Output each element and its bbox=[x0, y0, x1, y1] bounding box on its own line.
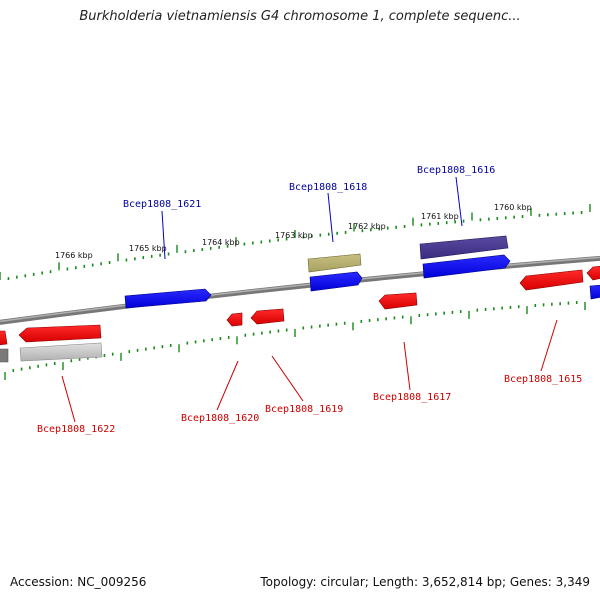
ruler-label-1760: 1760 kbp bbox=[494, 203, 532, 212]
accession-text: Accession: NC_009256 bbox=[10, 575, 147, 589]
gene-label-1617[interactable]: Bcep1808_1617 bbox=[373, 392, 451, 403]
gene-reverse-1615[interactable] bbox=[519, 269, 584, 291]
callout-line-1617 bbox=[403, 341, 411, 391]
gene-label-1620[interactable]: Bcep1808_1620 bbox=[181, 413, 259, 424]
forward-ruler-ticks bbox=[0, 204, 591, 281]
gene-forward-edge[interactable] bbox=[589, 284, 600, 300]
chromosome-backbone bbox=[0, 255, 600, 325]
ruler-label-1764: 1764 kbp bbox=[202, 238, 240, 247]
gene-forward-1616[interactable] bbox=[422, 254, 511, 279]
gene-forward-1618[interactable] bbox=[309, 271, 363, 292]
gene-reverse-1617[interactable] bbox=[378, 292, 418, 310]
gene-reverse-1622[interactable] bbox=[18, 324, 102, 343]
callout-line-1615 bbox=[540, 319, 558, 372]
gene-reverse-edge-left[interactable] bbox=[0, 330, 8, 346]
gene-label-1619[interactable]: Bcep1808_1619 bbox=[265, 404, 343, 415]
gene-forward-1616-purple[interactable] bbox=[419, 235, 509, 260]
ruler-label-1766: 1766 kbp bbox=[55, 251, 93, 260]
gene-reverse-edge-right[interactable] bbox=[586, 265, 600, 281]
gene-label-1622[interactable]: Bcep1808_1622 bbox=[37, 424, 115, 435]
callout-line-1616 bbox=[455, 176, 463, 227]
callout-line-1618 bbox=[327, 192, 334, 243]
callout-line-1619 bbox=[271, 355, 304, 402]
gene-reverse-1619[interactable] bbox=[250, 308, 285, 325]
gene-label-1618[interactable]: Bcep1808_1618 bbox=[289, 182, 367, 193]
callout-line-1620 bbox=[216, 360, 239, 411]
gene-forward-1621[interactable] bbox=[124, 288, 212, 309]
gene-label-1621[interactable]: Bcep1808_1621 bbox=[123, 199, 201, 210]
gene-label-1615[interactable]: Bcep1808_1615 bbox=[504, 374, 582, 385]
chromosome-backbone-highlight bbox=[0, 256, 600, 323]
ruler-label-1765: 1765 kbp bbox=[129, 244, 167, 253]
map-title: Burkholderia vietnamiensis G4 chromosome… bbox=[79, 9, 521, 24]
ruler-label-1761: 1761 kbp bbox=[421, 212, 459, 221]
topology-summary-text: Topology: circular; Length: 3,652,814 bp… bbox=[260, 575, 590, 589]
gene-reverse-1622-gray[interactable] bbox=[19, 342, 103, 362]
gene-reverse-edge-gray[interactable] bbox=[0, 348, 9, 363]
ruler-label-1762: 1762 kbp bbox=[348, 222, 386, 231]
ruler-label-1763: 1763 kbp bbox=[275, 231, 313, 240]
gene-forward-1618-olive[interactable] bbox=[307, 253, 362, 273]
reverse-ruler-ticks bbox=[4, 301, 586, 380]
callout-line-1621 bbox=[161, 210, 166, 260]
callout-line-1622 bbox=[61, 375, 76, 423]
gene-label-1616[interactable]: Bcep1808_1616 bbox=[417, 165, 495, 176]
gene-reverse-1620[interactable] bbox=[226, 312, 243, 327]
